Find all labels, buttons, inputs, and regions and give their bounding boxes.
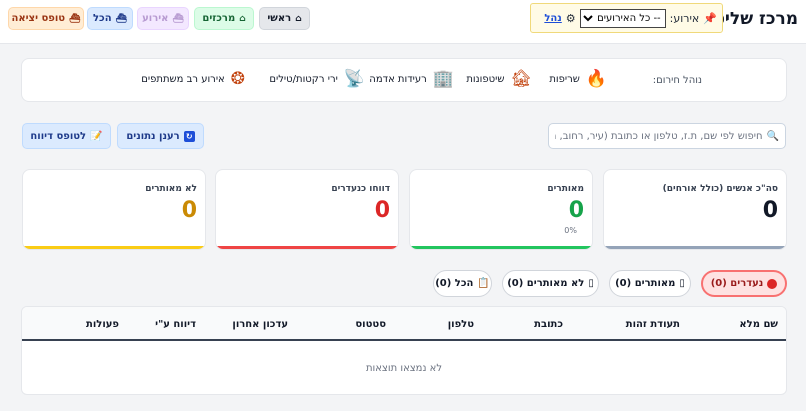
stat-accent-bar: [410, 246, 592, 249]
stat-label: סה"כ אנשים (כולל אורחים): [662, 184, 778, 194]
report-form-label: לטופס דיווח: [30, 130, 87, 142]
building-icon: ⌂: [239, 13, 246, 24]
table-header: שם מלא תעודת זהות כתובת טלפון סטטוס עדכו…: [22, 307, 786, 341]
tab-all[interactable]: 📋 הכל (0): [433, 270, 492, 297]
protocol-rocket-label: ירי רקטות/טילים: [269, 73, 338, 85]
nav-all-button[interactable]: ⛴ הכל: [87, 7, 133, 30]
tab-missing-label: נעדרים (0): [710, 278, 764, 289]
flood-icon: 🏚: [510, 69, 532, 89]
stat-label: מאותרים: [547, 184, 584, 194]
column-header[interactable]: עדכון אחרון: [232, 319, 288, 330]
manage-events-link[interactable]: נהל: [544, 12, 562, 24]
stat-card-not-located: לא מאותרים 0: [22, 169, 206, 250]
tab-all-label: הכל (0): [435, 278, 474, 289]
column-header[interactable]: שם מלא: [739, 319, 778, 330]
tab-not-located-label: לא מאותרים (0): [507, 278, 585, 289]
red-circle-icon: [767, 278, 778, 289]
stat-card-located: מאותרים 0 0%: [409, 169, 593, 250]
refresh-label: רענן נתונים: [126, 130, 180, 142]
stat-value: 0: [568, 198, 584, 223]
refresh-button[interactable]: ↻ רענן נתונים: [117, 123, 204, 149]
refresh-icon: ↻: [183, 130, 195, 142]
column-header[interactable]: טלפון: [447, 319, 474, 330]
results-table: שם מלא תעודת זהות כתובת טלפון סטטוס עדכו…: [21, 306, 787, 395]
tab-located-label: מאותרים (0): [615, 278, 676, 289]
box-icon: ▯: [679, 278, 685, 289]
stat-label: דווחו כנעדרים: [331, 184, 390, 194]
stat-percent: 0%: [564, 226, 577, 235]
stat-value: 0: [374, 198, 390, 223]
report-form-button[interactable]: 📝 לטופס דיווח: [22, 123, 111, 149]
stat-value: 0: [181, 198, 197, 223]
nav-event-label: אירוע: [142, 13, 169, 24]
tab-not-located[interactable]: ▯ לא מאותרים (0): [502, 270, 599, 297]
rocket-icon: 📡: [343, 69, 365, 89]
column-header: פעולות: [86, 319, 119, 330]
search-box: 🔍: [548, 123, 786, 149]
ship-icon: ⛴: [115, 13, 128, 24]
top-bar: מרכז שליטה - 📌 אירוע: -- כל האירועים -- …: [0, 0, 806, 44]
ship-icon: ⛴: [172, 13, 184, 24]
event-selector-box: 📌 אירוע: -- כל האירועים -- ⚙ נהל: [530, 3, 723, 33]
event-select[interactable]: -- כל האירועים --: [579, 8, 666, 28]
notepad-icon: 📝: [90, 130, 103, 142]
nav-centers-label: מרכזים: [202, 13, 236, 24]
tab-located[interactable]: ▯ מאותרים (0): [609, 270, 691, 297]
stat-accent-bar: [604, 246, 786, 249]
nav-main-button[interactable]: ⌂ ראשי: [259, 7, 310, 30]
stat-card-reported-missing: דווחו כנעדרים 0: [215, 169, 399, 250]
search-input[interactable]: [555, 130, 763, 142]
pin-icon: 📌: [703, 11, 717, 25]
column-header[interactable]: דיווח ע"י: [155, 319, 196, 330]
stat-value: 0: [762, 198, 778, 223]
nav-event-button[interactable]: ⛴ אירוע: [137, 7, 189, 30]
nav-exit-form-label: טופס יציאה: [11, 13, 66, 24]
stat-card-total: סה"כ אנשים (כולל אורחים) 0: [603, 169, 787, 250]
empty-state-message: לא נמצאו תוצאות: [365, 363, 443, 374]
stat-accent-bar: [23, 246, 205, 249]
protocol-fire[interactable]: 🔥 שריפות: [549, 69, 607, 89]
nav-exit-form-button[interactable]: ⛴ טופס יציאה: [8, 7, 84, 30]
settings-icon: ⚙: [565, 11, 576, 25]
fire-icon: 🔥: [585, 69, 607, 89]
column-header[interactable]: תעודת זהות: [625, 319, 680, 330]
protocol-earthquake[interactable]: 🏢 רעידות אדמה: [369, 69, 454, 89]
earthquake-icon: 🏢: [432, 69, 454, 89]
protocol-rocket[interactable]: 📡 ירי רקטות/טילים: [269, 69, 365, 89]
emergency-protocols-bar: נוהל חירום: 🔥 שריפות 🏚 שיטפונות 🏢 רעידות…: [21, 58, 787, 102]
protocol-mass-casualty[interactable]: ❂ אירוע רב משתתפים: [141, 69, 245, 89]
protocol-fire-label: שריפות: [549, 73, 580, 85]
stat-accent-bar: [216, 246, 398, 249]
nav-main-label: ראשי: [267, 13, 292, 24]
clipboard-icon: 📋: [477, 278, 490, 289]
protocol-mass-casualty-label: אירוע רב משתתפים: [141, 73, 225, 85]
nav-centers-button[interactable]: ⌂ מרכזים: [194, 7, 254, 30]
protocol-flood-label: שיטפונות: [466, 73, 505, 85]
tab-missing[interactable]: נעדרים (0): [701, 270, 787, 297]
protocol-earthquake-label: רעידות אדמה: [369, 73, 427, 85]
protocol-flood[interactable]: 🏚 שיטפונות: [466, 69, 532, 89]
protocols-label: נוהל חירום:: [652, 75, 702, 86]
event-label: אירוע:: [669, 11, 700, 25]
stat-label: לא מאותרים: [145, 184, 197, 194]
column-header[interactable]: כתובת: [534, 319, 563, 330]
box-icon: ▯: [588, 278, 594, 289]
nav-all-label: הכל: [92, 13, 112, 24]
search-icon: 🔍: [766, 130, 779, 142]
column-header[interactable]: סטטוס: [355, 319, 386, 330]
ship-icon: ⛴: [69, 13, 81, 24]
home-icon: ⌂: [295, 13, 302, 24]
crowd-icon: ❂: [230, 69, 245, 89]
